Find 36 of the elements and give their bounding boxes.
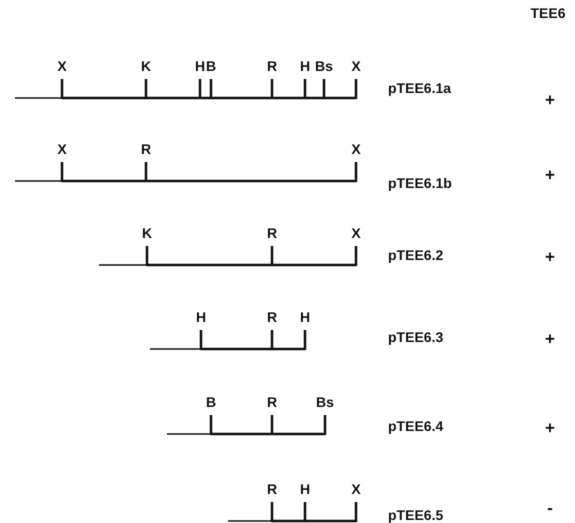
site-letter: H <box>196 310 206 324</box>
site-letter: K <box>140 59 152 73</box>
column-header: TEE6 <box>530 6 566 20</box>
site-letter: H <box>300 310 310 324</box>
construct-name: pTEE6.3 <box>388 330 444 344</box>
site-letter: X <box>57 59 67 73</box>
site-letter: X <box>351 226 361 240</box>
site-letter: B <box>206 395 216 409</box>
site-letter: B <box>206 59 216 73</box>
construct-name: pTEE6.4 <box>388 419 444 433</box>
site-letter: K <box>142 226 152 240</box>
construct-name: pTEE6.1a <box>388 81 452 95</box>
activity-sign: + <box>545 330 555 348</box>
activity-sign: - <box>547 500 553 516</box>
activity-sign: + <box>545 166 555 184</box>
site-letter: X <box>351 59 361 73</box>
site-letter: R <box>266 482 278 496</box>
site-letter: X <box>351 482 361 496</box>
site-letter: X <box>57 142 67 156</box>
site-letter: R <box>266 395 278 409</box>
site-letter: R <box>266 226 278 240</box>
construct-name: pTEE6.5 <box>388 508 444 522</box>
site-letter: R <box>266 59 278 73</box>
construct-name: pTEE6.1b <box>388 176 452 190</box>
site-letter: X <box>351 142 361 156</box>
site-letter: H <box>300 482 310 496</box>
site-letter: H <box>300 59 310 73</box>
site-letter: Bs <box>316 395 334 409</box>
construct-name: pTEE6.2 <box>388 248 444 262</box>
activity-sign: + <box>545 248 555 266</box>
site-letter: R <box>140 142 152 156</box>
activity-sign: + <box>545 420 555 436</box>
site-letter: R <box>266 310 278 324</box>
activity-sign: + <box>545 92 555 108</box>
site-letter: Bs <box>315 59 333 73</box>
site-letter: H <box>194 59 206 73</box>
